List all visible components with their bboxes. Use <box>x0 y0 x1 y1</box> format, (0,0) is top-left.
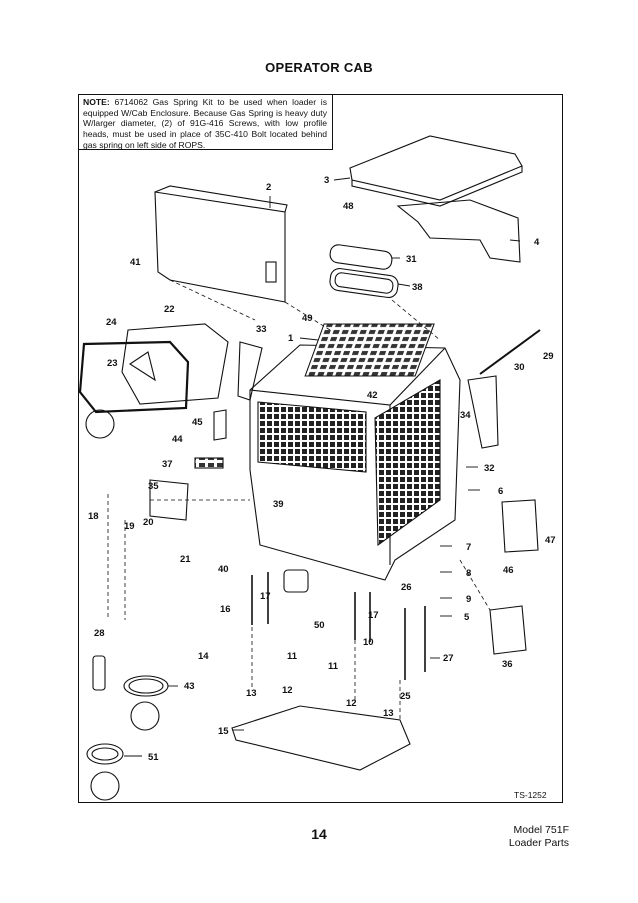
note-label: NOTE: <box>83 97 110 107</box>
callout: 9 <box>466 594 471 605</box>
callout: 20 <box>143 517 154 528</box>
callout: 14 <box>198 651 209 662</box>
callout: 31 <box>406 254 417 265</box>
callout: 38 <box>412 282 423 293</box>
callout: 49 <box>302 313 313 324</box>
callout: 15 <box>218 726 229 737</box>
callout: 29 <box>543 351 554 362</box>
callout: 33 <box>256 324 267 335</box>
callout: 45 <box>192 417 203 428</box>
callout: 12 <box>346 698 357 709</box>
callout: 2 <box>266 182 271 193</box>
callout: 16 <box>220 604 231 615</box>
callout: 30 <box>514 362 525 373</box>
callout: 24 <box>106 317 117 328</box>
callout: 10 <box>363 637 374 648</box>
diagram-frame <box>78 94 563 803</box>
wing-trim <box>396 199 521 263</box>
callout: 37 <box>162 459 173 470</box>
callout: 25 <box>400 691 411 702</box>
callout: 32 <box>484 463 495 474</box>
callout: 6 <box>498 486 503 497</box>
callout: 21 <box>180 554 191 565</box>
callout: 3 <box>324 175 329 186</box>
seal-38 <box>329 267 399 299</box>
model-line: Model 751F <box>513 824 569 836</box>
callout: 47 <box>545 535 556 546</box>
callout: 18 <box>88 511 99 522</box>
callout: 11 <box>287 651 298 662</box>
callout: 11 <box>328 661 339 672</box>
callout: 22 <box>164 304 175 315</box>
door-seal <box>78 340 190 414</box>
note-box: NOTE: 6714062 Gas Spring Kit to be used … <box>78 94 333 150</box>
callout: 1 <box>288 333 294 344</box>
callout: 40 <box>218 564 229 575</box>
callout: 17 <box>368 610 379 621</box>
callout: 44 <box>172 434 183 445</box>
manual-line: Loader Parts <box>508 837 569 849</box>
seal-31 <box>329 244 393 270</box>
page-title: OPERATOR CAB <box>265 60 373 75</box>
headliner-panel <box>349 135 523 201</box>
callout: 34 <box>460 410 471 421</box>
callout: 12 <box>282 685 293 696</box>
callout: 17 <box>260 591 271 602</box>
model-info: Model 751F Loader Parts <box>509 824 569 850</box>
callout: 27 <box>443 653 454 664</box>
callout: 13 <box>383 708 394 719</box>
callout: 4 <box>534 237 540 248</box>
note-text: 6714062 Gas Spring Kit to be used when l… <box>83 97 327 150</box>
rear-panel <box>154 191 286 303</box>
callout: 8 <box>466 568 471 579</box>
callout: 28 <box>94 628 105 639</box>
callout: 35 <box>148 481 159 492</box>
callout: 26 <box>401 582 412 593</box>
callout: 51 <box>148 752 159 763</box>
drawing-reference: TS-1252 <box>514 790 547 800</box>
callout: 13 <box>246 688 257 699</box>
callout: 43 <box>184 681 195 692</box>
callout: 42 <box>367 390 378 401</box>
callout: 46 <box>503 565 514 576</box>
callout: 50 <box>314 620 325 631</box>
door-glass <box>121 323 229 405</box>
callout: 7 <box>466 542 471 553</box>
callout: 5 <box>464 612 470 623</box>
callout: 41 <box>130 257 141 268</box>
callout: 39 <box>273 499 284 510</box>
callout: 36 <box>502 659 513 670</box>
callout: 48 <box>343 201 354 212</box>
page-number: 14 <box>311 826 327 842</box>
callout: 23 <box>107 358 118 369</box>
floor-plate <box>231 705 411 771</box>
callout: 19 <box>124 521 135 532</box>
